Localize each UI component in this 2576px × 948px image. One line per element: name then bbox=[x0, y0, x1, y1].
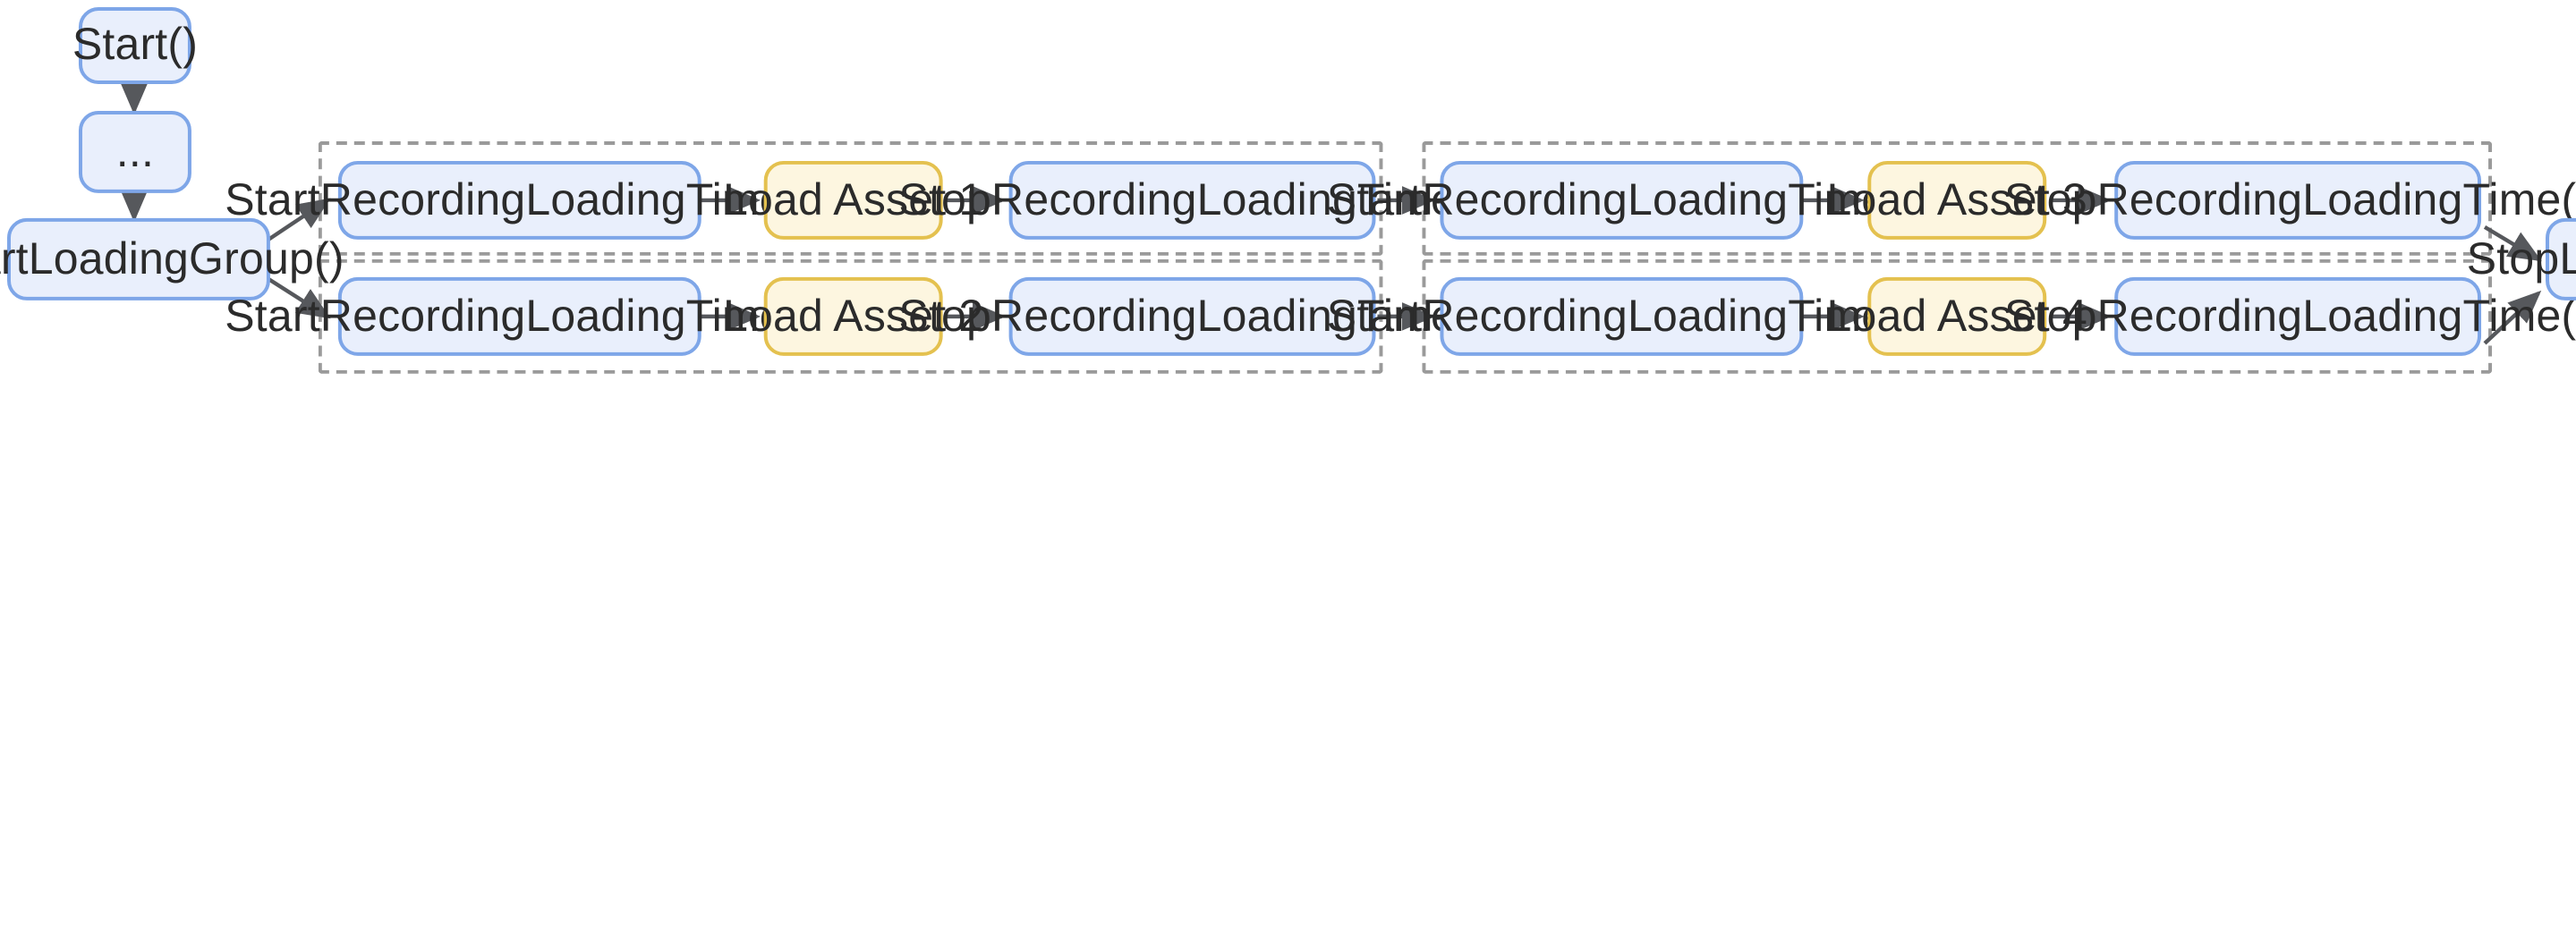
group1-step-load-asset[interactable]: Load Asset 1 bbox=[723, 160, 983, 240]
flowchart-canvas: Start() ... StartLoadingGroup() StartRec… bbox=[0, 6, 2576, 374]
group2-step-stop-recording[interactable]: StopRecordingLoadingTime() bbox=[898, 276, 1485, 356]
group3-step-load-asset[interactable]: Load Asset 3 bbox=[1827, 160, 2087, 240]
node-ellipsis-top[interactable]: ... bbox=[78, 110, 191, 193]
group4-step-load-asset[interactable]: Load Asset 4 bbox=[1827, 276, 2087, 356]
group4-step-start-recording[interactable]: StartRecordingLoadingTime() bbox=[1327, 276, 1917, 356]
group3-step-stop-recording[interactable]: StopRecordingLoadingTime() bbox=[2004, 160, 2576, 240]
node-start-loading-group[interactable]: StartLoadingGroup() bbox=[0, 217, 344, 300]
group2-step-load-asset[interactable]: Load Asset 2 bbox=[723, 276, 983, 356]
group3-step-start-recording[interactable]: StartRecordingLoadingTime() bbox=[1327, 160, 1917, 240]
group4-step-stop-recording[interactable]: StopRecordingLoadingTime() bbox=[2004, 276, 2576, 356]
group1-step-stop-recording[interactable]: StopRecordingLoadingTime() bbox=[898, 160, 1485, 240]
node-stop-loading-group[interactable]: StopLoadingGroup() bbox=[2467, 217, 2576, 300]
node-start[interactable]: Start() bbox=[72, 6, 198, 84]
group1-step-start-recording[interactable]: StartRecordingLoadingTime() bbox=[225, 160, 814, 240]
group2-step-start-recording[interactable]: StartRecordingLoadingTime() bbox=[225, 276, 814, 356]
